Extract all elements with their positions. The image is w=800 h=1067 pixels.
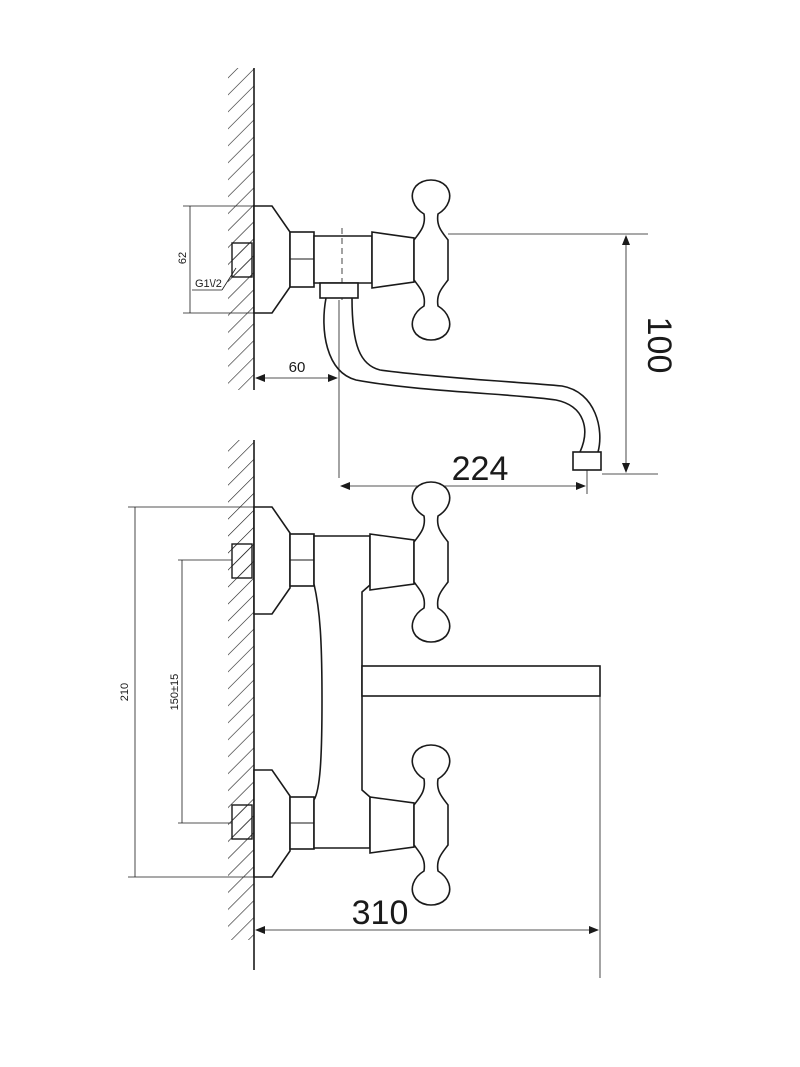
upper-flange [253, 506, 291, 615]
lower-nut [289, 796, 315, 850]
wall-lower [228, 440, 255, 970]
label-62: 62 [177, 252, 189, 264]
dimension-spout-height: 100 [448, 233, 678, 475]
top-spout-connector [319, 282, 359, 299]
upper-cross-handle [411, 481, 451, 643]
upper-valve-cartridge [369, 533, 415, 591]
top-nut [289, 231, 315, 288]
label-150: 150±15 [169, 674, 181, 711]
top-flange [253, 205, 291, 314]
top-cross-handle [411, 179, 451, 341]
thread-callout: G1\/2 [192, 267, 237, 291]
lower-valve-cartridge [369, 796, 415, 854]
dimension-spout-reach: 224 [340, 450, 588, 494]
dimension-inlet-spacing: 150±15 [169, 559, 232, 824]
upper-inlet-thread [231, 543, 253, 579]
label-60: 60 [289, 359, 306, 376]
dimension-flange-height: 62 [177, 205, 254, 314]
spout-pipe [323, 297, 601, 453]
dimension-overall-depth: 310 [255, 696, 601, 978]
dimension-wall-to-spout: 60 [255, 300, 340, 478]
lower-flange [253, 769, 291, 878]
top-valve-cartridge [371, 231, 415, 289]
label-224: 224 [452, 450, 509, 488]
upper-nut [289, 533, 315, 587]
dimension-overall-height: 210 [119, 506, 254, 878]
label-310: 310 [352, 894, 409, 932]
spout-aerator [572, 451, 602, 471]
spout-side [361, 665, 601, 697]
label-100: 100 [640, 317, 678, 374]
label-thread: G1\/2 [195, 278, 222, 290]
lower-inlet-thread [231, 804, 253, 840]
wall-upper [228, 68, 255, 390]
top-eccentric-thread [231, 242, 253, 278]
label-210: 210 [119, 683, 131, 701]
lower-cross-handle [411, 744, 451, 906]
